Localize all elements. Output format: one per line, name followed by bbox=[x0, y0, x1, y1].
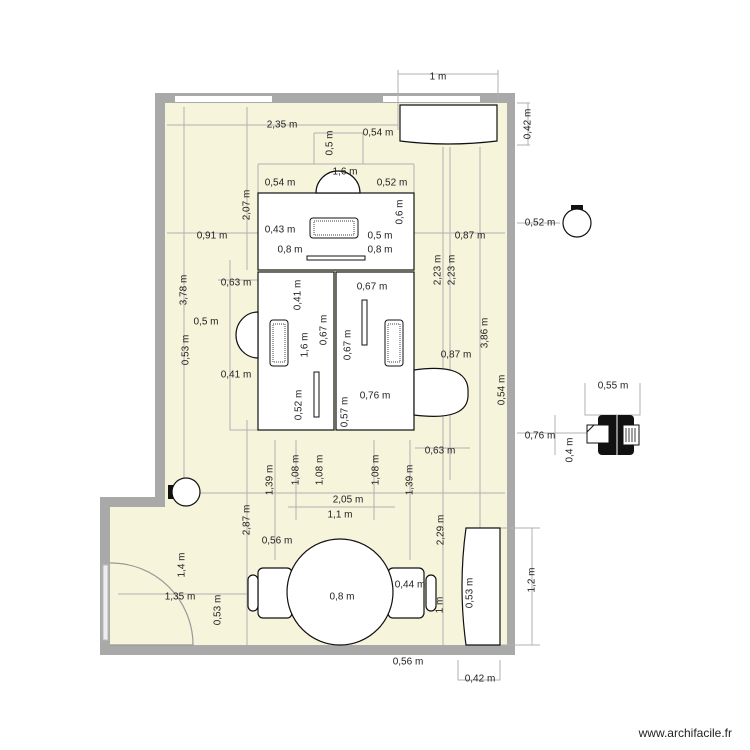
dimension-label: 0,67 m bbox=[343, 330, 354, 361]
dimension-label: 1,6 m bbox=[300, 332, 311, 357]
dimension-label: 3,86 m bbox=[480, 318, 491, 349]
keyboard-icon bbox=[269, 319, 289, 367]
dimension-label: 0,6 m bbox=[395, 199, 406, 224]
cabinet-top-right bbox=[399, 104, 498, 145]
dimension-label: 0,43 m bbox=[265, 225, 296, 236]
dimension-label: 2,23 m bbox=[433, 255, 444, 286]
dimension-label: 0,87 m bbox=[455, 231, 486, 242]
dimension-label: 2,35 m bbox=[267, 120, 298, 131]
desk-top bbox=[257, 170, 415, 271]
dimension-label: 0,52 m bbox=[294, 390, 305, 421]
dimension-label: 1,35 m bbox=[165, 592, 196, 603]
dimension-label: 0,63 m bbox=[221, 278, 252, 289]
dimension-label: 0,54 m bbox=[363, 128, 394, 139]
dimension-label: 0,42 m bbox=[465, 674, 496, 685]
dimension-labels: 1 m 2,35 m 0,54 m 0,5 m 1,6 m 0,54 m 0,52 m 0,6… bbox=[165, 72, 629, 685]
dimension-label: 2,29 m bbox=[436, 515, 447, 546]
chair-right bbox=[413, 367, 469, 417]
dimension-label: 1 m bbox=[430, 72, 447, 83]
dimension-label: 1,08 m bbox=[291, 455, 302, 486]
dimension-label: 0,5 m bbox=[325, 130, 336, 155]
dimension-label: 3,78 m bbox=[179, 275, 190, 306]
dimension-label: 0,63 m bbox=[425, 446, 456, 457]
dimension-label: 0,8 m bbox=[277, 245, 302, 256]
dimension-label: 0,8 m bbox=[329, 592, 354, 603]
dimension-label: 0,42 m bbox=[523, 109, 534, 140]
door[interactable] bbox=[102, 562, 194, 646]
dimension-label: 0,76 m bbox=[525, 431, 556, 442]
lamp-outside bbox=[562, 205, 592, 238]
dimension-label: 0,56 m bbox=[393, 657, 424, 668]
window bbox=[383, 96, 480, 102]
dimension-label: 1,08 m bbox=[315, 455, 326, 486]
window bbox=[175, 96, 272, 102]
dimension-label: 0,56 m bbox=[262, 536, 293, 547]
desk-left bbox=[235, 271, 335, 431]
dimension-label: 0,52 m bbox=[377, 178, 408, 189]
dimension-label: 0,5 m bbox=[367, 231, 392, 242]
dimension-label: 0,5 m bbox=[193, 317, 218, 328]
lamp-wall bbox=[168, 477, 201, 507]
dimension-label: 1,4 m bbox=[177, 552, 188, 577]
cabinet-bottom-right bbox=[461, 527, 501, 646]
monitor bbox=[306, 255, 366, 261]
dimension-label: 0,53 m bbox=[213, 595, 224, 626]
dimension-label: 2,05 m bbox=[333, 495, 364, 506]
dimension-label: 0,52 m bbox=[525, 218, 556, 229]
dimension-label: 0,8 m bbox=[367, 245, 392, 256]
dimension-label: 0,53 m bbox=[181, 335, 192, 366]
dimension-label: 0,41 m bbox=[221, 370, 252, 381]
dimension-label: 0,54 m bbox=[265, 178, 296, 189]
dimension-label: 2,23 m bbox=[447, 255, 458, 286]
dimension-label: 0,67 m bbox=[357, 282, 388, 293]
monitor bbox=[361, 299, 368, 346]
dimension-label: 1,39 m bbox=[405, 465, 416, 496]
keyboard-icon bbox=[309, 217, 359, 239]
windows bbox=[175, 96, 480, 102]
dimension-label: 2,07 m bbox=[242, 190, 253, 221]
dimension-label: 0,4 m bbox=[565, 437, 576, 462]
dimension-label: 0,57 m bbox=[340, 397, 351, 428]
dimension-label: 0,76 m bbox=[360, 391, 391, 402]
chair-top bbox=[315, 170, 361, 194]
dimension-label: 0,41 m bbox=[293, 280, 304, 311]
round-table bbox=[247, 538, 437, 646]
dimension-label: 1 m bbox=[435, 597, 446, 614]
printer-icon bbox=[586, 415, 640, 455]
dimension-label: 0,44 m bbox=[395, 580, 426, 591]
dimension-label: 0,53 m bbox=[465, 578, 476, 609]
dimension-label: 1,08 m bbox=[371, 455, 382, 486]
dimension-label: 2,87 m bbox=[242, 505, 253, 536]
desk-right bbox=[335, 271, 469, 431]
keyboard-icon bbox=[384, 319, 404, 367]
dimension-label: 0,91 m bbox=[197, 231, 228, 242]
dimension-label: 1,2 m bbox=[527, 567, 538, 592]
monitor bbox=[313, 371, 320, 418]
dimension-label: 1,6 m bbox=[332, 167, 357, 178]
dimension-label: 0,55 m bbox=[598, 381, 629, 392]
dimension-label: 0,54 m bbox=[497, 375, 508, 406]
dimension-label: 1,1 m bbox=[327, 510, 352, 521]
chair-left bbox=[235, 311, 259, 359]
watermark: www.archifacile.fr bbox=[638, 726, 732, 740]
dimension-label: 0,87 m bbox=[441, 350, 472, 361]
dimension-label: 0,67 m bbox=[319, 315, 330, 346]
dimension-label: 1,39 m bbox=[265, 465, 276, 496]
